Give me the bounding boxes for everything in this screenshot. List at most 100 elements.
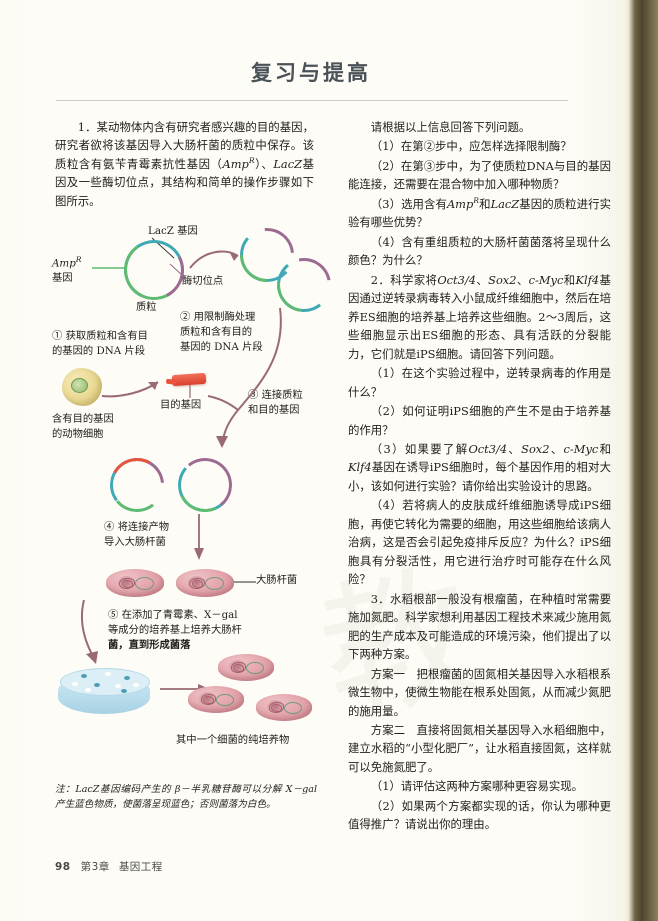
figure-step-4-line2: 导入大肠杆菌	[104, 535, 166, 548]
bacterial-plasmid-ring	[215, 693, 235, 707]
colony-white	[115, 684, 121, 688]
text-run: 方案一 把根瘤菌的固氮相关基因导入水稻根系微生物中，使微生物能在根系处固氮，从而…	[348, 666, 611, 718]
target-gene-leader	[189, 385, 191, 398]
colony-blue	[81, 674, 87, 678]
ecoli-cell	[188, 686, 244, 713]
italic-term: Klf4	[575, 272, 600, 287]
figure-step-2-line1: ② 用限制酶处理	[180, 311, 256, 323]
lacz-leader-line	[151, 237, 175, 259]
text-run: 基因通过逆转录病毒转入小鼠成纤维细胞中，然后在培养ES细胞的培养基上培养这些细胞…	[348, 272, 611, 361]
label-pure-culture: 其中一个细菌的纯培养物	[176, 734, 290, 746]
label-animal-cell-line2: 的动物细胞	[52, 427, 104, 440]
italic-term: c-Myc	[528, 272, 564, 287]
text-run: 3．水稻根部一般没有根瘤菌，在种植时常需要施加氮肥。科学家想利用基因工程技术来减…	[348, 591, 611, 662]
restriction-site-leader	[169, 263, 184, 277]
left-column: 1．某动物体内含有研究者感兴趣的目的基因，研究者欲将该基因导入大肠杆菌的质粒中保…	[55, 118, 314, 211]
question-1-paragraph: 1．某动物体内含有研究者感兴趣的目的基因，研究者欲将该基因导入大肠杆菌的质粒中保…	[55, 118, 314, 210]
colony-white	[133, 683, 139, 687]
ecoli-leader-line	[234, 581, 256, 583]
italic-term: Sox2	[521, 441, 550, 456]
italic-term: Oct3/4	[437, 272, 476, 287]
label-target-gene: 目的基因	[160, 399, 202, 411]
italic-term: Klf4	[348, 460, 372, 475]
right-column: 请根据以上信息回答下列问题。 （1）在第②步中，应怎样选择限制酶？ （2）在第③步中…	[348, 118, 611, 835]
text-run: （1）在第②步中，应怎样选择限制酶？	[370, 139, 572, 154]
label-ecoli: 大肠杆菌	[256, 574, 298, 586]
label-animal-cell-line1: 含有目的基因	[52, 413, 114, 425]
text-run: （4）含有重组质粒的大肠杆菌菌落将呈现什么颜色？为什么？	[348, 234, 611, 268]
paragraph-intro: 请根据以上信息回答下列问题。	[348, 118, 611, 136]
text-run: （1）在这个实验过程中，逆转录病毒的作用是什么？	[348, 366, 611, 399]
bacterial-plasmid-ring	[204, 576, 225, 591]
italic-term: Amp	[446, 196, 474, 211]
chapter-title: 基因工程	[118, 861, 163, 873]
petri-dish-agar-surface	[60, 668, 150, 696]
figure-step-4-line1: ④ 将连接产物	[104, 521, 170, 533]
text-run: 基因及一些酶切位点，其结构和简单的操作步骤如下图所示。	[55, 156, 314, 208]
colony-white	[72, 682, 78, 686]
bacterial-dna	[229, 660, 247, 674]
amp-leader-line	[92, 267, 126, 269]
text-run: 基因在诱导iPS细胞时，每个基因作用的相对大小，该如何进行实验？请你给出实验设计…	[348, 460, 611, 493]
text-run: （3）选用含有	[370, 196, 447, 211]
text-run: 、	[549, 441, 564, 456]
italic-term: Oct3/4	[468, 441, 508, 456]
text-run: 和	[563, 272, 576, 287]
page-paper-background	[0, 0, 622, 921]
ecoli-cell	[106, 569, 164, 597]
paragraph-plan1: 方案一 把根瘤菌的固氮相关基因导入水稻根系微生物中，使微生物能在根系处固氮，从而…	[348, 665, 611, 720]
colony-white	[85, 688, 91, 692]
text-run: 2．科学家将	[370, 272, 438, 287]
ecoli-cell	[176, 569, 234, 597]
paragraph-plan2: 方案二 直接将固氮相关基因导入水稻细胞中，建立水稻的“小型化肥厂”，让水稻直接固…	[348, 721, 611, 776]
title-divider	[56, 100, 568, 101]
bacterial-dna	[199, 692, 217, 706]
colony-blue	[121, 689, 127, 693]
text-run: 基因编码产生的 β－半乳糖苷酶可以分解 X－gal 产生蓝色物质，使菌落呈现蓝色…	[55, 784, 318, 810]
label-plasmid: 质粒	[136, 301, 157, 313]
label-lacz-gene: LacZ 基因	[148, 225, 198, 237]
italic-term: LacZ	[75, 784, 100, 795]
italic-term: LacZ	[490, 196, 520, 211]
text-run: ）、	[254, 156, 274, 171]
figure-step-2: ② 用限制酶处理 质粒和含有目的 基因的 DNA 片段	[180, 310, 263, 355]
figure-step-3: ③ 连接质粒 和目的基因	[248, 388, 303, 418]
arrow-to-petri-dish	[80, 599, 98, 664]
chapter-number: 第3章	[80, 861, 110, 873]
arrow-cell-to-gene	[101, 381, 159, 398]
figure-step-2-line2: 质粒和含有目的	[180, 325, 253, 338]
figure-step-5: ⑤ 在添加了青霉素、X－gal 等成分的培养基上培养大肠杆 菌，直到形成菌落	[108, 608, 242, 653]
figure-step-1-line2: 的基因的 DNA 片段	[52, 344, 146, 357]
colony-blue	[94, 683, 100, 687]
text-run: 、	[516, 272, 529, 287]
figure-step-3-line2: 和目的基因	[248, 403, 300, 416]
text-run: （1）请评估这两种方案哪种更容易实现。	[370, 779, 584, 794]
figure-step-2-line3: 基因的 DNA 片段	[180, 340, 263, 353]
figure-step-5-line1: ⑤ 在添加了青霉素、X－gal	[108, 609, 238, 621]
label-amp-gene: AmpR 基因	[52, 254, 82, 286]
italic-term: LacZ	[273, 156, 303, 171]
bacterial-dna	[187, 575, 206, 589]
text-run: 和	[479, 196, 491, 211]
paragraph-q3: 3．水稻根部一般没有根瘤菌，在种植时常需要施加氮肥。科学家想利用基因工程技术来减…	[348, 590, 611, 664]
gene-engineering-figure: LacZ 基因 AmpR 基因 酶切位点 质粒	[52, 216, 342, 766]
bacterial-plasmid-ring	[245, 661, 265, 675]
label-amp-gene-name: Amp	[52, 257, 76, 270]
text-run: 方案二 直接将固氮相关基因导入水稻细胞中，建立水稻的“小型化肥厂”，让水稻直接固…	[348, 723, 611, 774]
figure-step-5-line2: 等成分的培养基上培养大肠杆	[108, 623, 242, 636]
text-run: （3）如果要了解	[370, 441, 469, 456]
figure-step-5-line3: 菌，直到形成菌落	[108, 638, 191, 651]
paragraph-q2-1: （1）在这个实验过程中，逆转录病毒的作用是什么？	[348, 364, 611, 401]
paragraph-q2-3: （3）如果要了解Oct3/4、Sox2、c-Myc和Klf4基因在诱导iPS细胞…	[348, 440, 611, 495]
paragraph-q1-3: （3）选用含有AmpR和LacZ基因的质粒进行实验有哪些优势？	[348, 195, 611, 232]
italic-term: Sox2	[488, 272, 517, 287]
paragraph-q1-2: （2）在第③步中，为了使质粒DNA与目的基因能连接，还需要在混合物中加入哪种物质…	[348, 157, 611, 194]
text-run: 和	[598, 441, 611, 456]
figure-step-1-line1: ① 获取质粒和含有目	[52, 330, 148, 342]
ecoli-cell	[256, 694, 312, 721]
text-run: 请根据以上信息回答下列问题。	[370, 120, 531, 134]
petri-dish	[58, 668, 150, 720]
italic-term: c-Myc	[563, 441, 599, 456]
label-restriction-site: 酶切位点	[182, 275, 224, 287]
page-title: 复习与提高	[251, 61, 371, 85]
